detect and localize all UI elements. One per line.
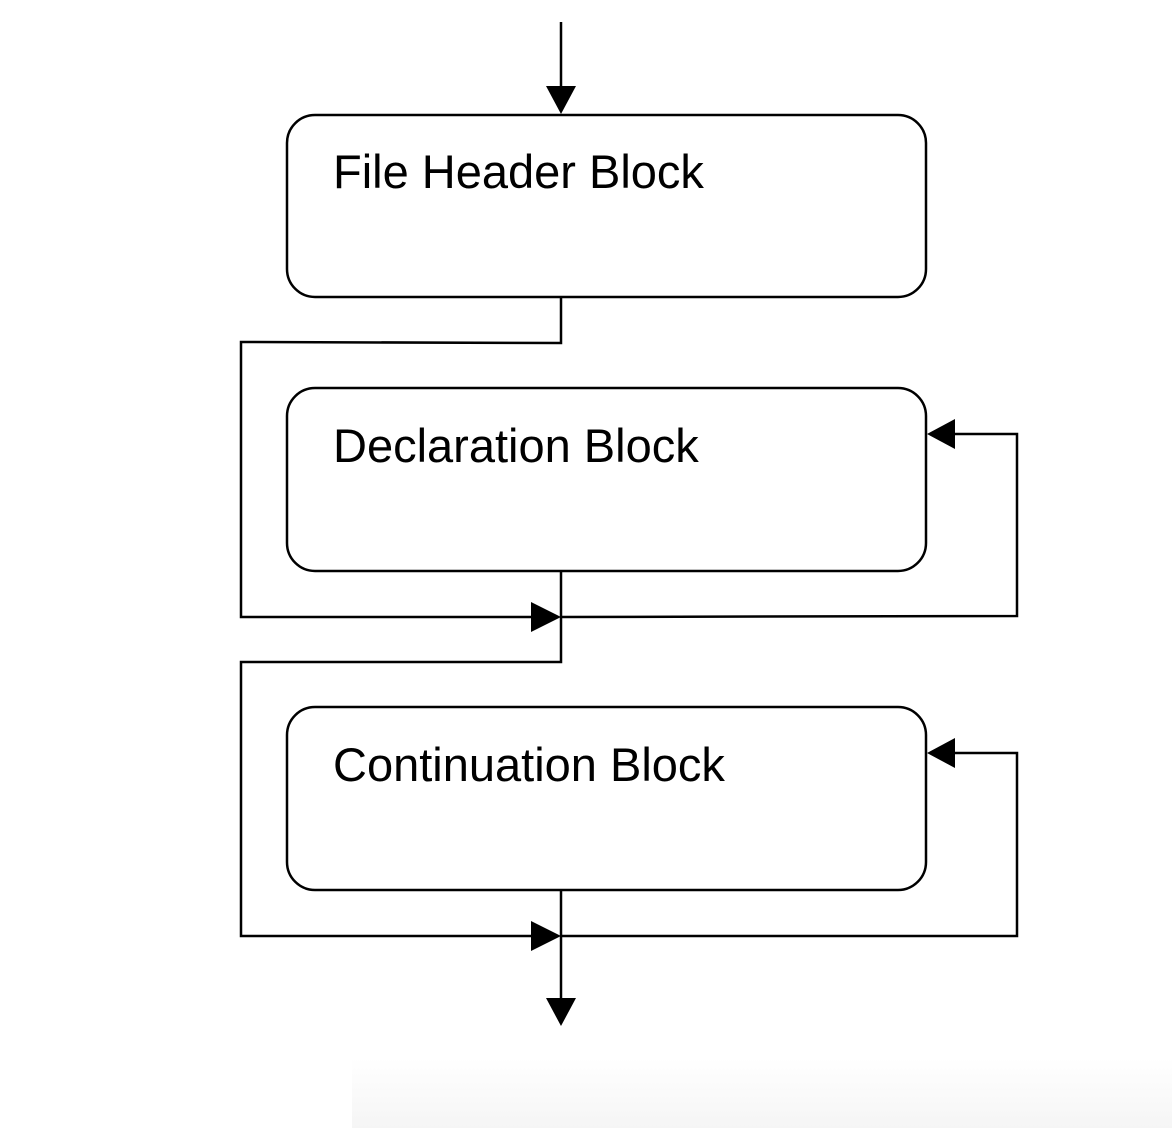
declaration-bypass-connector [239, 617, 563, 938]
junction-1-arrowhead [531, 602, 561, 632]
continuation-loop-connector [561, 751, 1019, 938]
continuation-loop-arrowhead [927, 738, 955, 768]
declaration-block-box [285, 386, 928, 573]
declaration-block: Declaration Block [285, 386, 928, 573]
continuation-block: Continuation Block [285, 705, 928, 892]
declaration-loop-arrowhead [927, 419, 955, 449]
declaration-block-label: Declaration Block [333, 419, 699, 472]
declaration-loop-connector [560, 432, 1019, 619]
header-bypass-connector [239, 297, 563, 619]
file-header-block: File Header Block [285, 113, 928, 299]
file-header-block-box [285, 113, 928, 299]
junction-2-arrowhead [531, 921, 561, 951]
corner-shadow [352, 1058, 1172, 1128]
exit-arrowhead [546, 998, 576, 1026]
entry-arrowhead [546, 86, 576, 114]
file-header-block-label: File Header Block [333, 145, 704, 198]
continuation-block-label: Continuation Block [333, 738, 725, 791]
continuation-block-box [285, 705, 928, 892]
